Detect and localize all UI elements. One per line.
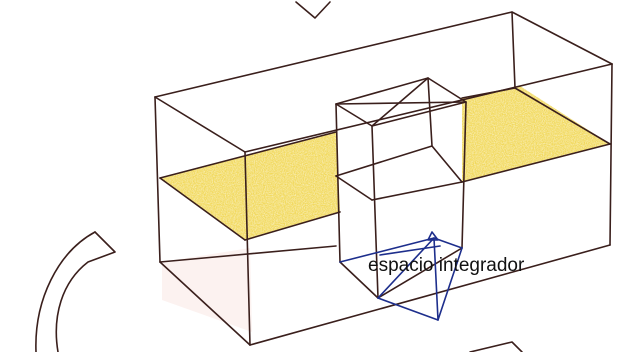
yellow-slab-left: [160, 132, 340, 240]
espacio-integrador-label: espacio integrador: [368, 255, 525, 276]
curved-arrow-left: [36, 232, 115, 352]
bottom-arrow-fragment: [470, 342, 522, 352]
blue-lower-lines: [340, 232, 462, 320]
top-arrow-fragment: [296, 2, 330, 18]
